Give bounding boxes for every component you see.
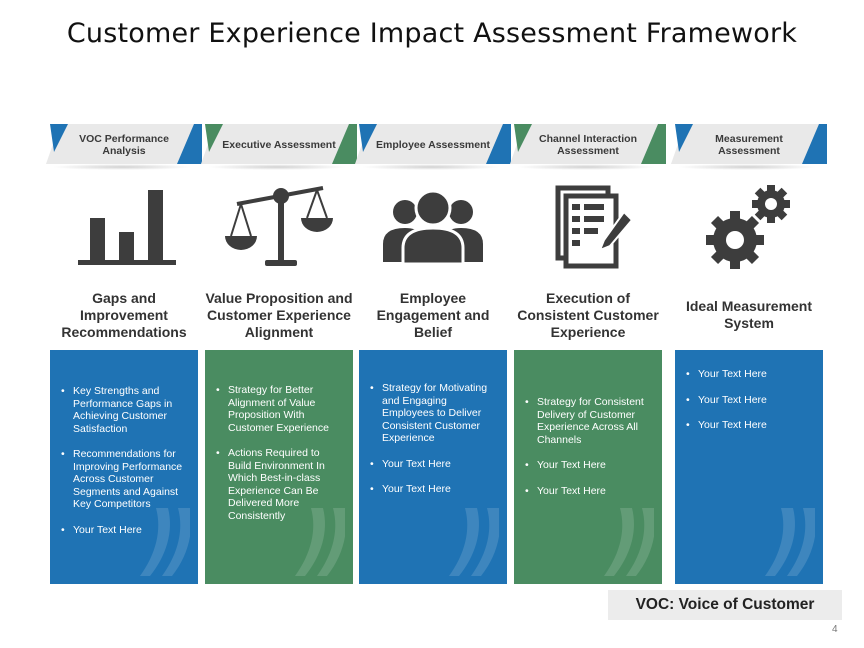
bullet-list: Your Text Here Your Text Here Your Text … (685, 368, 815, 445)
tab-measurement-assessment: Measurement Assessment (671, 120, 827, 170)
bullet-item: Your Text Here (524, 459, 654, 472)
page-title: Customer Experience Impact Assessment Fr… (66, 18, 798, 49)
tab-banner-shape (355, 124, 511, 164)
column-executive: Executive Assessment Value Proposition a… (201, 118, 357, 584)
tab-executive-assessment: Executive Assessment (201, 120, 357, 170)
bullet-list: Strategy for Motivating and Engaging Emp… (369, 382, 499, 509)
quote-watermark-icon (449, 508, 499, 576)
bullet-item: Your Text Here (685, 419, 815, 432)
bullet-item: Your Text Here (60, 524, 190, 537)
tab-label: Channel Interaction Assessment (538, 133, 637, 157)
column-channel-interaction: Channel Interaction Assessment Execution… (510, 118, 666, 584)
column-heading: Ideal Measurement System (685, 298, 813, 331)
content-panel: Key Strengths and Performance Gaps in Ac… (50, 350, 198, 584)
bullet-item: Your Text Here (524, 485, 654, 498)
content-panel: Strategy for Better Alignment of Value P… (205, 350, 353, 584)
content-panel: Your Text Here Your Text Here Your Text … (675, 350, 823, 584)
tab-label: Measurement Assessment (715, 133, 783, 157)
tab-banner-shape (510, 124, 666, 164)
bullet-item: Key Strengths and Performance Gaps in Ac… (60, 385, 190, 435)
bullet-list: Key Strengths and Performance Gaps in Ac… (60, 385, 190, 549)
bullet-item: Your Text Here (685, 394, 815, 407)
bullet-item: Your Text Here (685, 368, 815, 381)
bullet-list: Strategy for Consistent Delivery of Cust… (524, 396, 654, 510)
column-heading: Value Proposition and Customer Experienc… (205, 289, 353, 340)
bar-chart-icon (50, 182, 198, 274)
tab-employee-assessment: Employee Assessment (355, 120, 511, 170)
tab-voc-performance-analysis: VOC Performance Analysis (46, 120, 202, 170)
tab-banner-shape (671, 124, 827, 164)
people-group-icon (359, 182, 507, 274)
tab-label: Employee Assessment (376, 139, 490, 151)
gears-icon (675, 182, 823, 274)
content-panel: Strategy for Motivating and Engaging Emp… (359, 350, 507, 584)
column-heading: Gaps and Improvement Recommendations (61, 289, 187, 340)
quote-watermark-icon (140, 508, 190, 576)
quote-watermark-icon (295, 508, 345, 576)
balance-scale-icon (205, 182, 353, 274)
bullet-item: Your Text Here (369, 458, 499, 471)
bullet-item: Strategy for Consistent Delivery of Cust… (524, 396, 654, 446)
bullet-item: Your Text Here (369, 483, 499, 496)
quote-watermark-icon (604, 508, 654, 576)
page-number: 4 (832, 624, 838, 635)
column-voc-performance: VOC Performance Analysis Gaps and Improv… (46, 118, 202, 584)
quote-watermark-icon (765, 508, 815, 576)
column-heading: Employee Engagement and Belief (376, 289, 490, 340)
column-heading: Execution of Consistent Customer Experie… (517, 289, 659, 340)
footnote-voc-definition: VOC: Voice of Customer (608, 590, 842, 620)
content-panel: Strategy for Consistent Delivery of Cust… (514, 350, 662, 584)
bullet-item: Recommendations for Improving Performanc… (60, 448, 190, 511)
column-measurement: Measurement Assessment Ideal Measurement… (671, 118, 827, 584)
bullet-item: Strategy for Motivating and Engaging Emp… (369, 382, 499, 445)
column-employee: Employee Assessment Employee Engagement … (355, 118, 511, 584)
bullet-item: Strategy for Better Alignment of Value P… (215, 384, 345, 434)
bullet-item: Actions Required to Build Environment In… (215, 447, 345, 522)
document-pen-icon (514, 182, 662, 274)
tab-channel-interaction-assessment: Channel Interaction Assessment (510, 120, 666, 170)
tab-banner-shape (201, 124, 357, 164)
tab-label: Executive Assessment (222, 139, 336, 151)
tab-label: VOC Performance Analysis (79, 133, 169, 157)
bullet-list: Strategy for Better Alignment of Value P… (215, 384, 345, 535)
tab-banner-shape (46, 124, 202, 164)
